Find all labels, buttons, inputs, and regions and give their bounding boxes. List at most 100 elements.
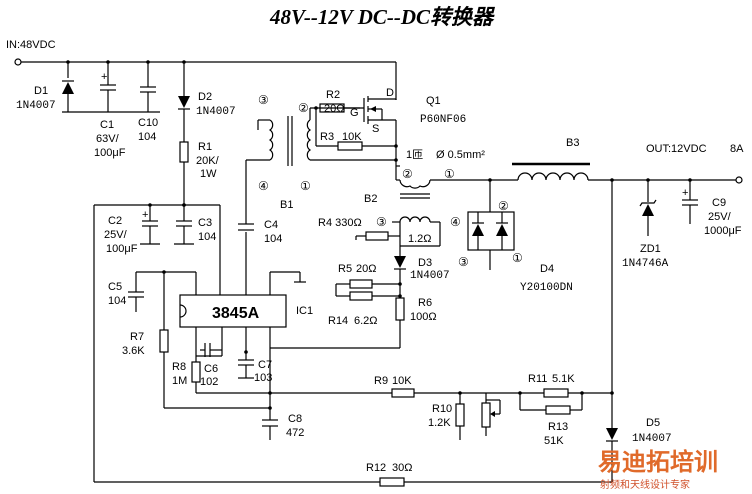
- b2-sec-pin3: ③: [376, 215, 387, 229]
- d2-label: D2: [198, 91, 212, 103]
- r9-label: R9: [374, 375, 388, 387]
- r12-resistor: R12 30Ω: [94, 462, 612, 487]
- r10-value: 1.2K: [428, 417, 451, 429]
- c3-capacitor: C3 104: [174, 203, 216, 245]
- r8-resistor: R8 1M: [172, 355, 222, 393]
- d5-label: D5: [646, 417, 660, 429]
- c2-unit: 100μF: [106, 243, 138, 255]
- d5-value: 1N4007: [632, 433, 672, 445]
- b1-pin4: ④: [258, 179, 269, 193]
- c9-value: 25V/: [708, 211, 732, 223]
- q1-source-label: S: [372, 123, 379, 135]
- c8-capacitor: C8 472: [262, 413, 304, 440]
- c6-label: C6: [204, 363, 218, 375]
- d1-label: D1: [34, 85, 48, 97]
- c7-capacitor: C7 103: [238, 350, 272, 384]
- watermark-title: 易迪拓培训: [598, 448, 718, 476]
- b1-label: B1: [280, 199, 293, 211]
- r1-resistor: R1 20K/ 1W: [179, 141, 220, 205]
- r5-resistor: R5 20Ω: [336, 263, 400, 289]
- output-terminal: [735, 176, 743, 184]
- output-rail: OUT:12VDC 8A: [646, 143, 744, 184]
- output-current: 8A: [730, 143, 744, 155]
- c10-capacitor: C10 104: [138, 60, 158, 143]
- d2-value: 1N4007: [196, 106, 236, 118]
- c9-label: C9: [712, 197, 726, 209]
- r5-label: R5: [338, 263, 352, 275]
- r3-resistor: R3 10K: [315, 108, 396, 151]
- r6-resistor: R6 100Ω: [270, 297, 437, 349]
- d4-pin3: ③: [458, 255, 469, 269]
- c5-label: C5: [108, 281, 122, 293]
- zd1-zener: ZD1 1N4746A: [622, 178, 669, 270]
- c1-capacitor: + C1 63V/ 100μF: [94, 60, 126, 159]
- r1-label: R1: [198, 141, 212, 153]
- c6-capacitor: C6 102: [200, 343, 222, 388]
- q1-label: Q1: [426, 95, 441, 107]
- q1-gate-label: G: [350, 107, 359, 119]
- c6-value: 102: [200, 376, 218, 388]
- r14-value: 6.2Ω: [354, 315, 378, 327]
- q1-mosfet: G D S Q1 P60NF06: [350, 87, 466, 166]
- zd1-value: 1N4746A: [622, 258, 669, 270]
- c5-value: 104: [108, 295, 126, 307]
- c7-label: C7: [258, 359, 272, 371]
- q1-drain-label: D: [386, 87, 394, 99]
- ic-name: 3845A: [212, 305, 260, 322]
- watermark-subtitle: 射频和天线设计专家: [600, 478, 690, 491]
- r12-value: 30Ω: [392, 462, 412, 474]
- svg-text:+: +: [142, 209, 148, 221]
- b2-label: B2: [364, 193, 377, 205]
- r9-resistor: R9 10K: [374, 375, 460, 398]
- b2-sec-value: 1.2Ω: [408, 233, 432, 245]
- c4-capacitor: C4 104: [238, 168, 282, 245]
- r7-label: R7: [130, 331, 144, 343]
- q1-value: P60NF06: [420, 114, 466, 126]
- svg-text:+: +: [101, 71, 107, 83]
- b3-inductor: B3: [490, 137, 736, 182]
- input-terminal: [14, 58, 22, 66]
- c9-unit: 1000μF: [704, 225, 742, 237]
- r6-value: 100Ω: [410, 311, 437, 323]
- d4-value: Y20100DN: [520, 282, 573, 294]
- input-label: IN:48VDC: [6, 39, 56, 51]
- c2-value: 25V/: [104, 229, 128, 241]
- d4-rectifier: ② ③ ① D4 Y20100DN: [458, 178, 573, 294]
- c8-value: 472: [286, 427, 304, 439]
- svg-text:+: +: [682, 187, 688, 199]
- r5-value: 20Ω: [356, 263, 376, 275]
- c1-unit: 100μF: [94, 147, 126, 159]
- r13-resistor: R13 51K: [519, 393, 583, 447]
- b1-pin3: ③: [258, 93, 269, 107]
- c2-label: C2: [108, 215, 122, 227]
- c3-label: C3: [198, 217, 212, 229]
- r14-resistor: R14 6.2Ω: [328, 282, 402, 327]
- zd1-label: ZD1: [640, 243, 661, 255]
- r11-value: 5.1K: [552, 373, 575, 385]
- r14-label: R14: [328, 315, 348, 327]
- c5-capacitor: C5 104: [108, 271, 196, 312]
- d2-diode: D2 1N4007: [178, 60, 236, 142]
- r7-resistor: R7 3.6K: [122, 270, 270, 409]
- b1-pin2: ②: [298, 101, 309, 115]
- c3-value: 104: [198, 231, 216, 243]
- r10-resistor: R10 1.2K: [428, 391, 465, 440]
- r2-value: 20Ω: [324, 103, 344, 115]
- d4-pin1: ①: [512, 251, 523, 265]
- c10-value: 104: [138, 131, 156, 143]
- b1-pin1: ①: [300, 179, 311, 193]
- c10-label: C10: [138, 117, 158, 129]
- c4-label: C4: [264, 219, 278, 231]
- watermark: 易迪拓培训 射频和天线设计专家: [598, 448, 718, 491]
- r13-label: R13: [548, 421, 568, 433]
- b2-turns: 1匝: [406, 149, 423, 161]
- b3-label: B3: [566, 137, 579, 149]
- r11-resistor: R11 5.1K: [486, 373, 612, 398]
- r11-label: R11: [528, 373, 547, 385]
- c1-label: C1: [100, 119, 114, 131]
- r6-label: R6: [418, 297, 432, 309]
- r8-value: 1M: [172, 375, 187, 387]
- d1-value: 1N4007: [16, 100, 56, 112]
- b2-wire: Ø 0.5mm²: [436, 149, 485, 161]
